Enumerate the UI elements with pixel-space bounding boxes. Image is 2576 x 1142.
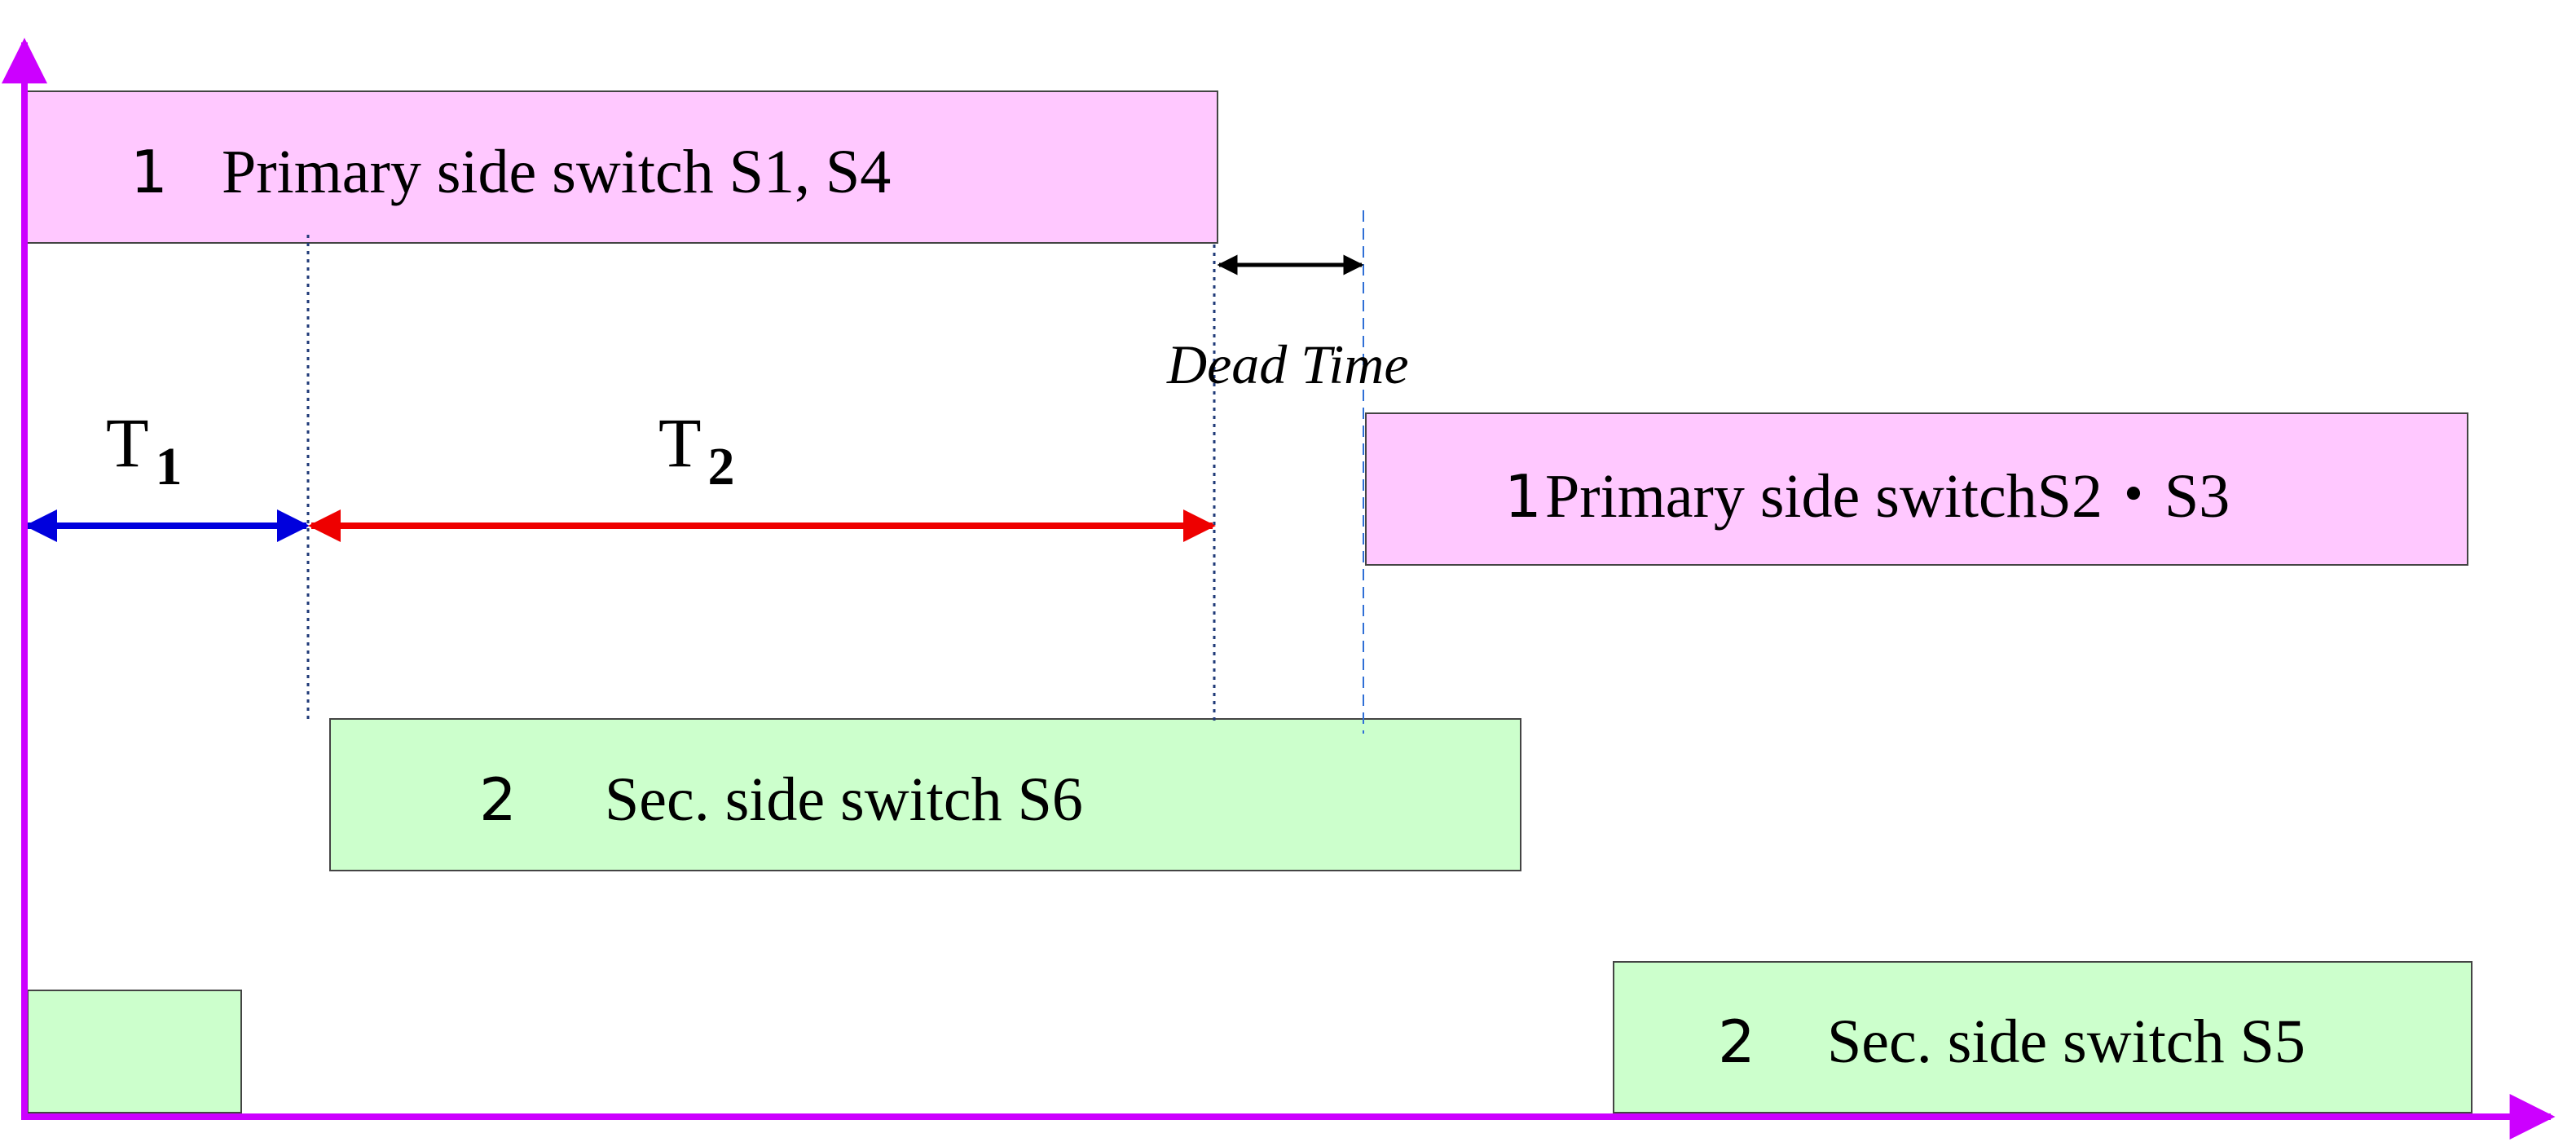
bar-primary-s1-s4: 1 Primary side switch S1, S4	[25, 90, 1218, 244]
bar-label: Sec. side switch S5	[1827, 1008, 2305, 1076]
bar-secondary-s5: 2 Sec. side switch S5	[1613, 961, 2473, 1113]
t1-main: T	[106, 403, 149, 482]
bar-number: 1	[1504, 462, 1542, 531]
bar-label: Primary side switch S1, S4	[222, 138, 891, 206]
t2-subscript: 2	[708, 437, 735, 496]
bar-secondary-s6: 2 Sec. side switch S6	[329, 718, 1521, 871]
t2-main: T	[658, 403, 702, 482]
dead-time-label: Dead Time	[1166, 333, 1409, 395]
bar-number: 2	[479, 765, 517, 834]
bar-primary-s2-s3: 1 Primary side switchS2・S3	[1365, 412, 2468, 566]
t1-subscript: 1	[156, 437, 183, 496]
bar-label: Sec. side switch S6	[605, 765, 1083, 834]
bar-secondary-s5-tail	[27, 990, 242, 1113]
bar-number: 1	[130, 138, 168, 206]
bar-label: Primary side switchS2・S3	[1545, 462, 2230, 531]
bar-number: 2	[1718, 1008, 1755, 1076]
